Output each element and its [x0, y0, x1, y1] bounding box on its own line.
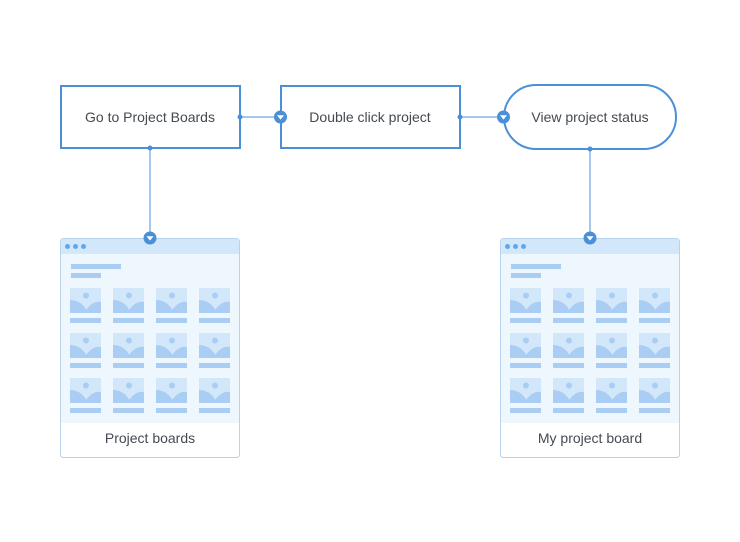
- step-label-3: View project status: [531, 109, 648, 125]
- window-dot-icon: [521, 244, 526, 249]
- image-thumbnail-icon: [596, 288, 627, 313]
- image-thumbnail-icon: [199, 378, 230, 403]
- window-dot-icon: [73, 244, 78, 249]
- thumbnail-caption-bar: [639, 318, 670, 323]
- image-thumbnail-icon: [596, 378, 627, 403]
- image-thumbnail-icon: [113, 288, 144, 313]
- step-label-1: Go to Project Boards: [85, 109, 215, 125]
- thumbnail-caption-bar: [596, 363, 627, 368]
- subtitle-placeholder-bar: [71, 273, 101, 278]
- thumbnail-caption-bar: [510, 363, 541, 368]
- image-thumbnail-icon: [510, 378, 541, 403]
- image-thumbnail-icon: [639, 288, 670, 313]
- image-thumbnail-icon: [70, 288, 101, 313]
- image-thumbnail-icon: [156, 333, 187, 358]
- screen-caption: My project board: [538, 430, 642, 446]
- screen-caption: Project boards: [105, 430, 195, 446]
- thumbnail-caption-bar: [199, 318, 230, 323]
- window-dot-icon: [513, 244, 518, 249]
- screen-project-boards: Project boards: [60, 238, 240, 458]
- thumbnail-caption-bar: [553, 318, 584, 323]
- window-dot-icon: [65, 244, 70, 249]
- thumbnail-caption-bar: [156, 363, 187, 368]
- arrow-marker-icon: [143, 231, 157, 245]
- thumbnail-caption-bar: [553, 408, 584, 413]
- image-thumbnail-icon: [510, 288, 541, 313]
- thumbnail-caption-bar: [553, 363, 584, 368]
- arrow-marker-icon: [497, 110, 510, 124]
- thumbnail-grid: [70, 288, 230, 413]
- connector-dot: [457, 114, 463, 120]
- image-thumbnail-icon: [639, 378, 670, 403]
- arrow-marker-icon: [274, 110, 287, 124]
- screen-my-project-board: My project board: [500, 238, 680, 458]
- image-thumbnail-icon: [510, 333, 541, 358]
- subtitle-placeholder-bar: [511, 273, 541, 278]
- image-thumbnail-icon: [199, 288, 230, 313]
- connector-dot: [147, 145, 153, 151]
- image-thumbnail-icon: [199, 333, 230, 358]
- title-placeholder-bar: [511, 264, 561, 269]
- window-dot-icon: [505, 244, 510, 249]
- image-thumbnail-icon: [156, 378, 187, 403]
- connector-dot: [237, 114, 243, 120]
- window-header: [61, 239, 239, 254]
- thumbnail-caption-bar: [70, 363, 101, 368]
- thumbnail-caption-bar: [596, 408, 627, 413]
- thumbnail-caption-bar: [113, 408, 144, 413]
- thumbnail-caption-bar: [510, 318, 541, 323]
- thumbnail-caption-bar: [113, 363, 144, 368]
- window-dot-icon: [81, 244, 86, 249]
- thumbnail-caption-bar: [596, 318, 627, 323]
- image-thumbnail-icon: [553, 333, 584, 358]
- thumbnail-caption-bar: [156, 318, 187, 323]
- title-placeholder-bar: [71, 264, 121, 269]
- image-thumbnail-icon: [113, 378, 144, 403]
- connector-dot: [587, 146, 593, 152]
- step-box-go-to-project-boards[interactable]: [60, 85, 241, 149]
- image-thumbnail-icon: [596, 333, 627, 358]
- thumbnail-grid: [510, 288, 670, 413]
- thumbnail-caption-bar: [639, 363, 670, 368]
- thumbnail-caption-bar: [70, 318, 101, 323]
- step-box-double-click-project[interactable]: [280, 85, 461, 149]
- thumbnail-caption-bar: [199, 363, 230, 368]
- thumbnail-caption-bar: [113, 318, 144, 323]
- image-thumbnail-icon: [70, 378, 101, 403]
- window-header: [501, 239, 679, 254]
- thumbnail-caption-bar: [156, 408, 187, 413]
- step-label-2: Double click project: [309, 109, 430, 125]
- thumbnail-caption-bar: [510, 408, 541, 413]
- image-thumbnail-icon: [113, 333, 144, 358]
- image-thumbnail-icon: [553, 288, 584, 313]
- image-thumbnail-icon: [553, 378, 584, 403]
- thumbnail-caption-bar: [199, 408, 230, 413]
- arrow-marker-icon: [583, 231, 597, 245]
- thumbnail-caption-bar: [70, 408, 101, 413]
- image-thumbnail-icon: [156, 288, 187, 313]
- thumbnail-caption-bar: [639, 408, 670, 413]
- image-thumbnail-icon: [70, 333, 101, 358]
- image-thumbnail-icon: [639, 333, 670, 358]
